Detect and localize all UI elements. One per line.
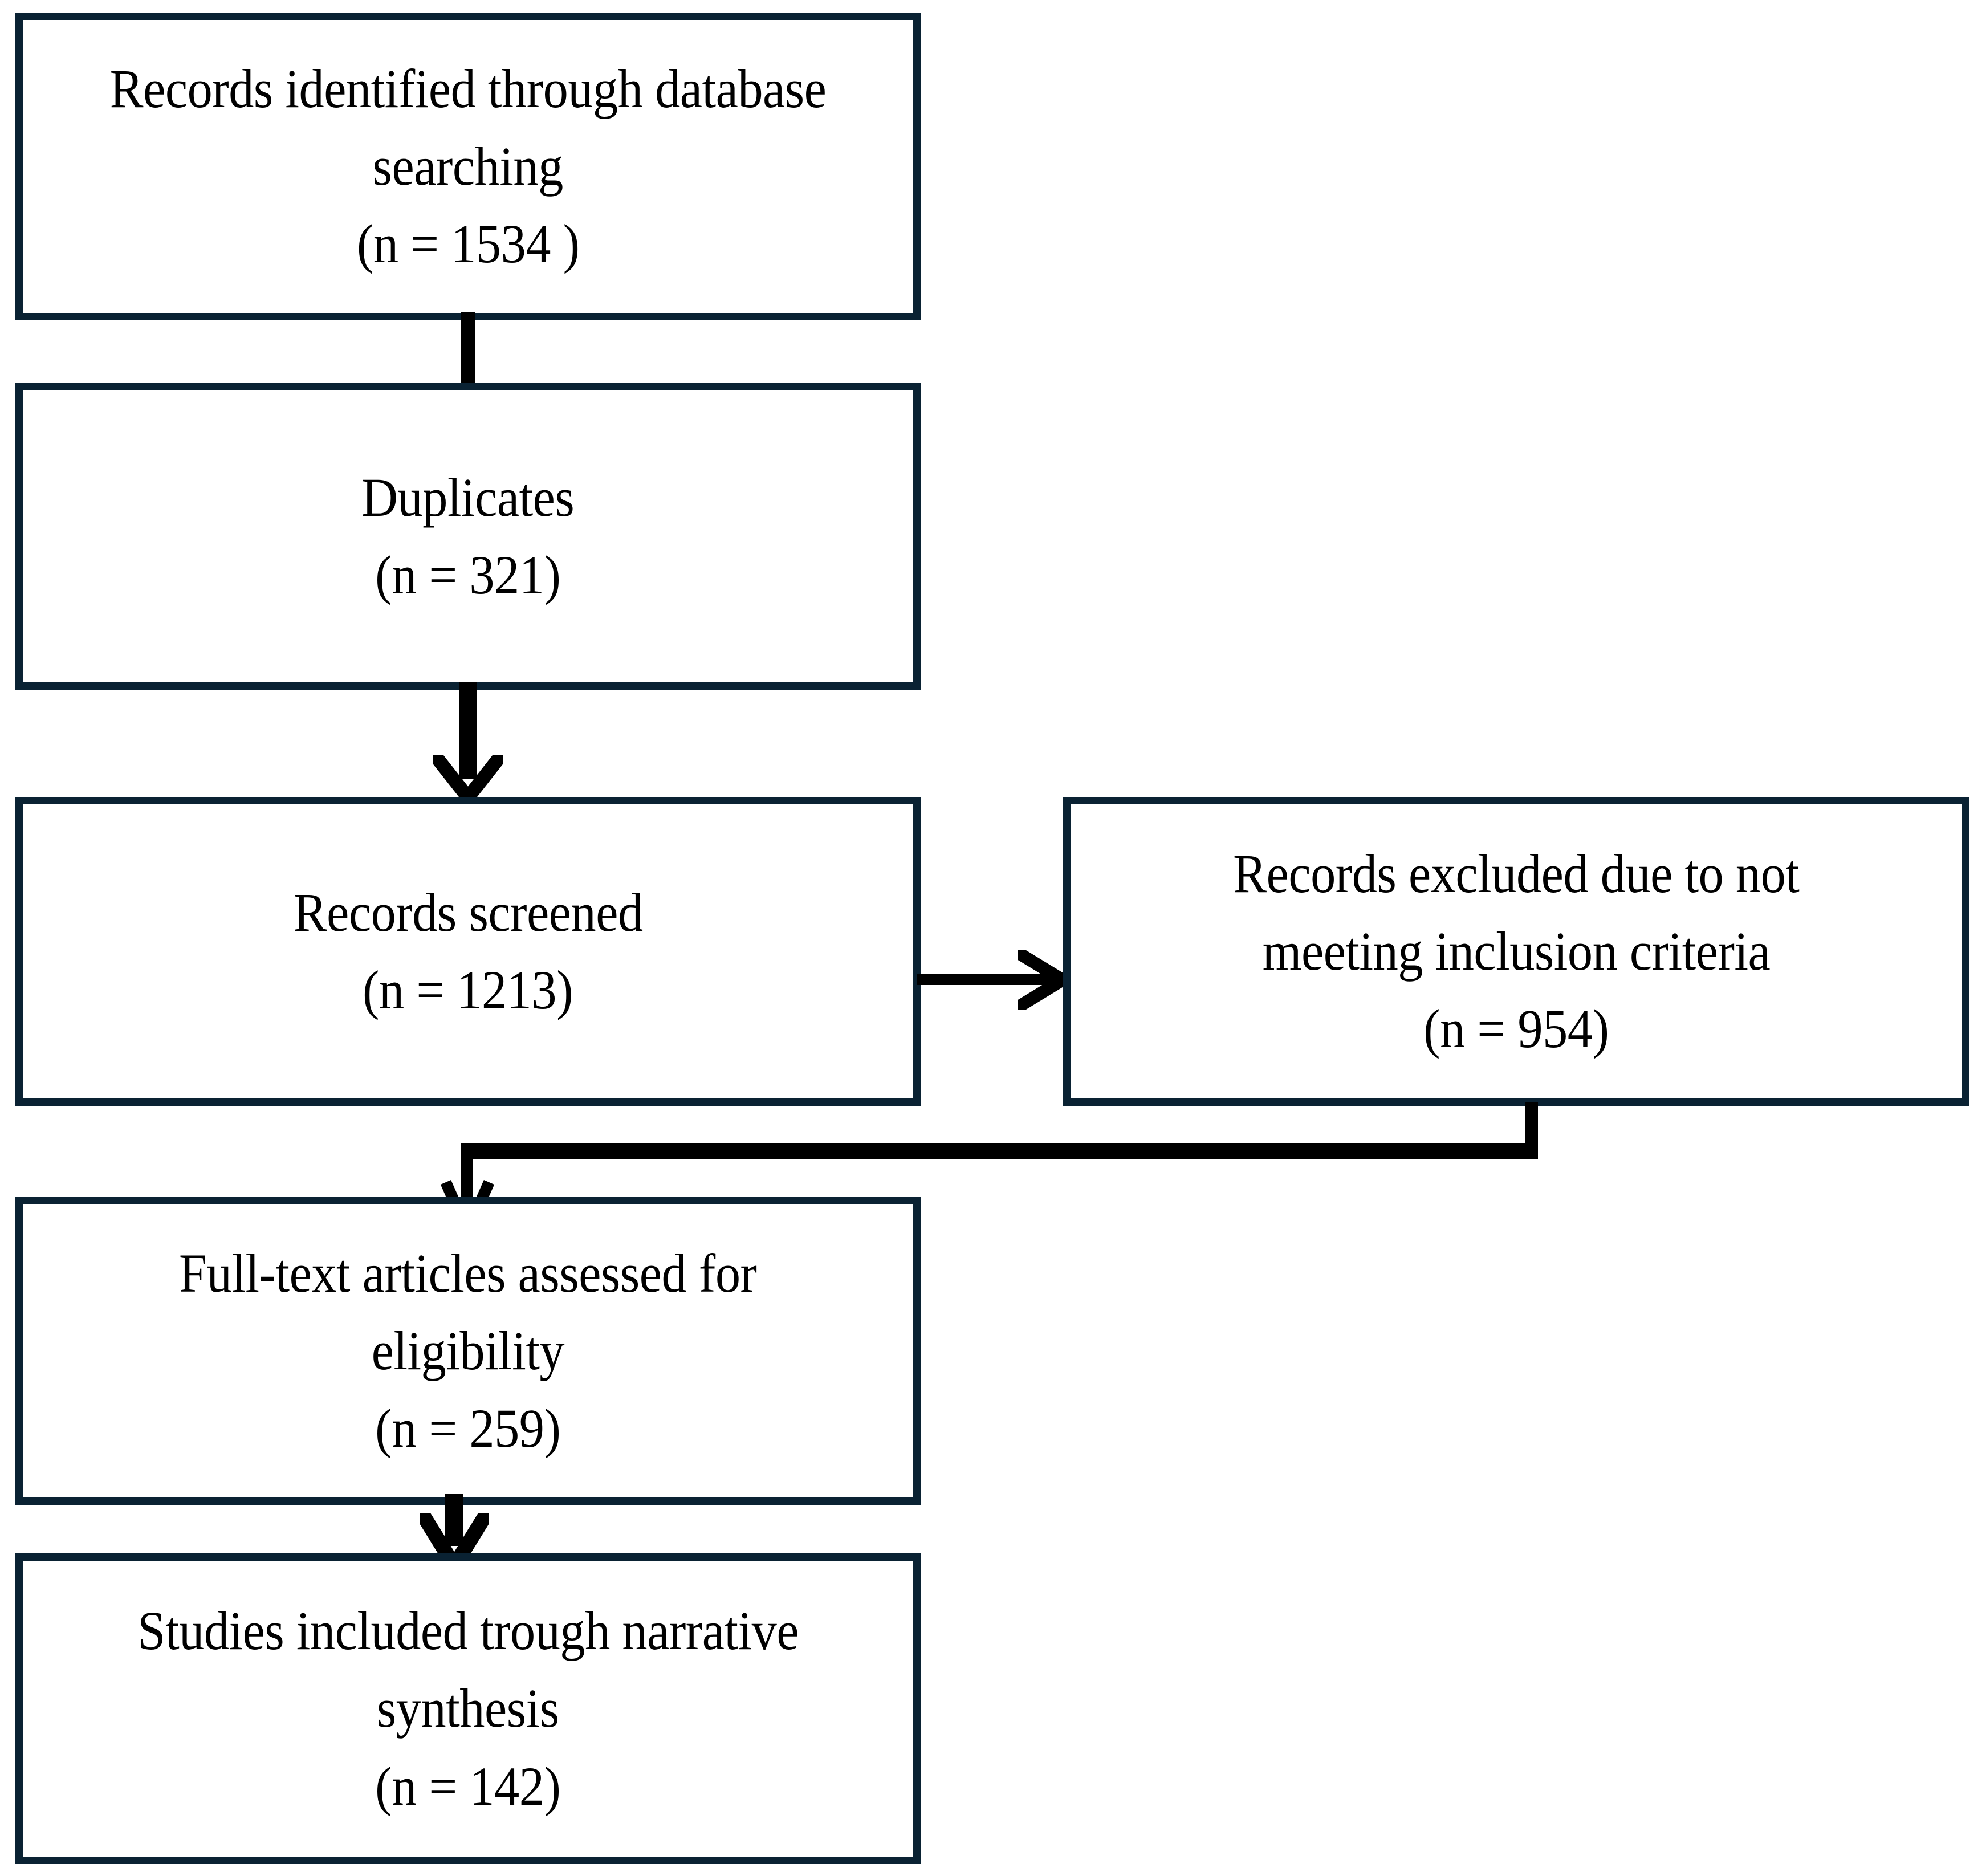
arrowhead-right-icon xyxy=(1018,950,1067,1010)
node-records-excluded: Records excluded due to not meeting incl… xyxy=(1063,797,1969,1106)
connector-fulltext-to-included-stem xyxy=(445,1494,463,1546)
node-studies-included-line-1: Studies included trough narrative xyxy=(137,1600,799,1662)
node-duplicates-count: (n = 321) xyxy=(375,544,561,605)
node-records-excluded-line-1: Records excluded due to not xyxy=(1233,843,1800,904)
node-full-text-assessed-line-1: Full-text articles assessed for xyxy=(179,1242,757,1304)
node-studies-included: Studies included trough narrative synthe… xyxy=(15,1553,921,1864)
node-duplicates: Duplicates (n = 321) xyxy=(15,383,921,690)
node-records-identified: Records identified through database sear… xyxy=(15,13,921,320)
node-studies-included-line-2: synthesis xyxy=(377,1678,559,1739)
node-full-text-assessed-count: (n = 259) xyxy=(375,1398,561,1459)
connector-excluded-to-fulltext-vertical xyxy=(1525,1102,1538,1154)
node-records-screened-line-1: Records screened xyxy=(293,881,643,943)
node-records-identified-line-1: Records identified through database xyxy=(109,58,827,119)
node-full-text-assessed: Full-text articles assessed for eligibil… xyxy=(15,1197,921,1505)
connector-screened-to-excluded-stem xyxy=(917,974,1066,985)
node-duplicates-line-1: Duplicates xyxy=(361,466,575,528)
node-records-screened-count: (n = 1213) xyxy=(363,959,573,1020)
connector-excluded-to-fulltext-drop xyxy=(461,1155,473,1198)
node-records-identified-line-2: searching xyxy=(372,135,564,197)
node-records-screened: Records screened (n = 1213) xyxy=(15,797,921,1106)
node-studies-included-count: (n = 142) xyxy=(375,1755,561,1817)
node-full-text-assessed-line-2: eligibility xyxy=(371,1320,565,1381)
connector-identified-to-duplicates xyxy=(461,312,475,391)
node-records-excluded-line-2: meeting inclusion criteria xyxy=(1262,920,1771,982)
node-records-identified-count: (n = 1534 ) xyxy=(356,213,580,275)
arrowhead-down-icon xyxy=(433,755,503,802)
connector-duplicates-to-screened-stem xyxy=(459,682,477,779)
connector-excluded-to-fulltext-horizontal xyxy=(461,1143,1538,1159)
node-records-excluded-count: (n = 954) xyxy=(1423,998,1609,1060)
